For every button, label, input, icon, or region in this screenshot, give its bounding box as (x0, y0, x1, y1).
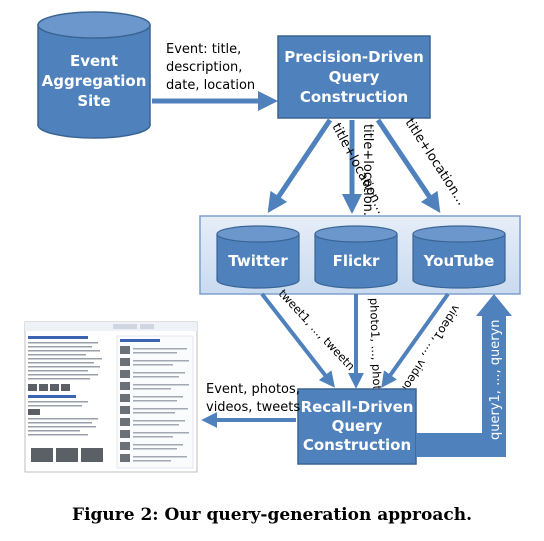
aggregated-event-page-thumbnail (24, 321, 198, 473)
from-flickr-label: photo1, ..., photon (367, 298, 385, 405)
youtube-node: YouTube (412, 225, 506, 289)
event-site-label-line-1: Event (70, 52, 118, 70)
recall-label-line-3: Construction (303, 436, 411, 454)
precision-label-line-3: Construction (300, 88, 408, 106)
feedback-arrow-head (476, 294, 512, 316)
figure-caption: Figure 2: Our query-generation approach. (72, 505, 472, 525)
event-edge-label-line-3: date, location (166, 78, 255, 93)
to-flickr-label: title+location... (360, 124, 375, 224)
event-site-label-line-2: Aggregation (42, 72, 147, 90)
precision-label-line-1: Precision-Driven (284, 48, 424, 66)
event-edge-label-line-1: Event: title, (166, 42, 241, 57)
precision-to-youtube-arrow (375, 118, 441, 213)
precision-label-line-2: Query (329, 68, 380, 86)
precision-to-twitter-arrow (267, 118, 333, 213)
feedback-arrow-shaft (416, 314, 506, 457)
youtube-label: YouTube (423, 252, 495, 270)
recall-label-line-2: Query (332, 417, 383, 435)
recall-out-label-line-1: Event, photos, (206, 382, 300, 397)
twitter-to-recall-arrow (260, 292, 335, 388)
feedback-label: query1, ..., queryn (488, 320, 503, 441)
event-aggregation-site-node: Event Aggregation Site (37, 11, 151, 139)
recall-label-line-1: Recall-Driven (301, 398, 414, 416)
recall-driven-query-construction-node: Recall-Driven Query Construction (297, 388, 417, 465)
flickr-label: Flickr (333, 252, 380, 270)
to-twitter-label: title+location... (328, 121, 388, 217)
event-site-label-line-3: Site (77, 92, 110, 110)
flickr-node: Flickr (314, 225, 398, 289)
event-edge-label-line-2: description, (166, 60, 242, 75)
youtube-to-recall-arrow (381, 292, 450, 388)
twitter-label: Twitter (228, 252, 288, 270)
to-youtube-label: title+location... (402, 116, 469, 208)
recall-out-label-line-2: videos, tweets (206, 400, 300, 415)
twitter-node: Twitter (216, 225, 300, 289)
precision-driven-query-construction-node: Precision-Driven Query Construction (277, 35, 431, 119)
